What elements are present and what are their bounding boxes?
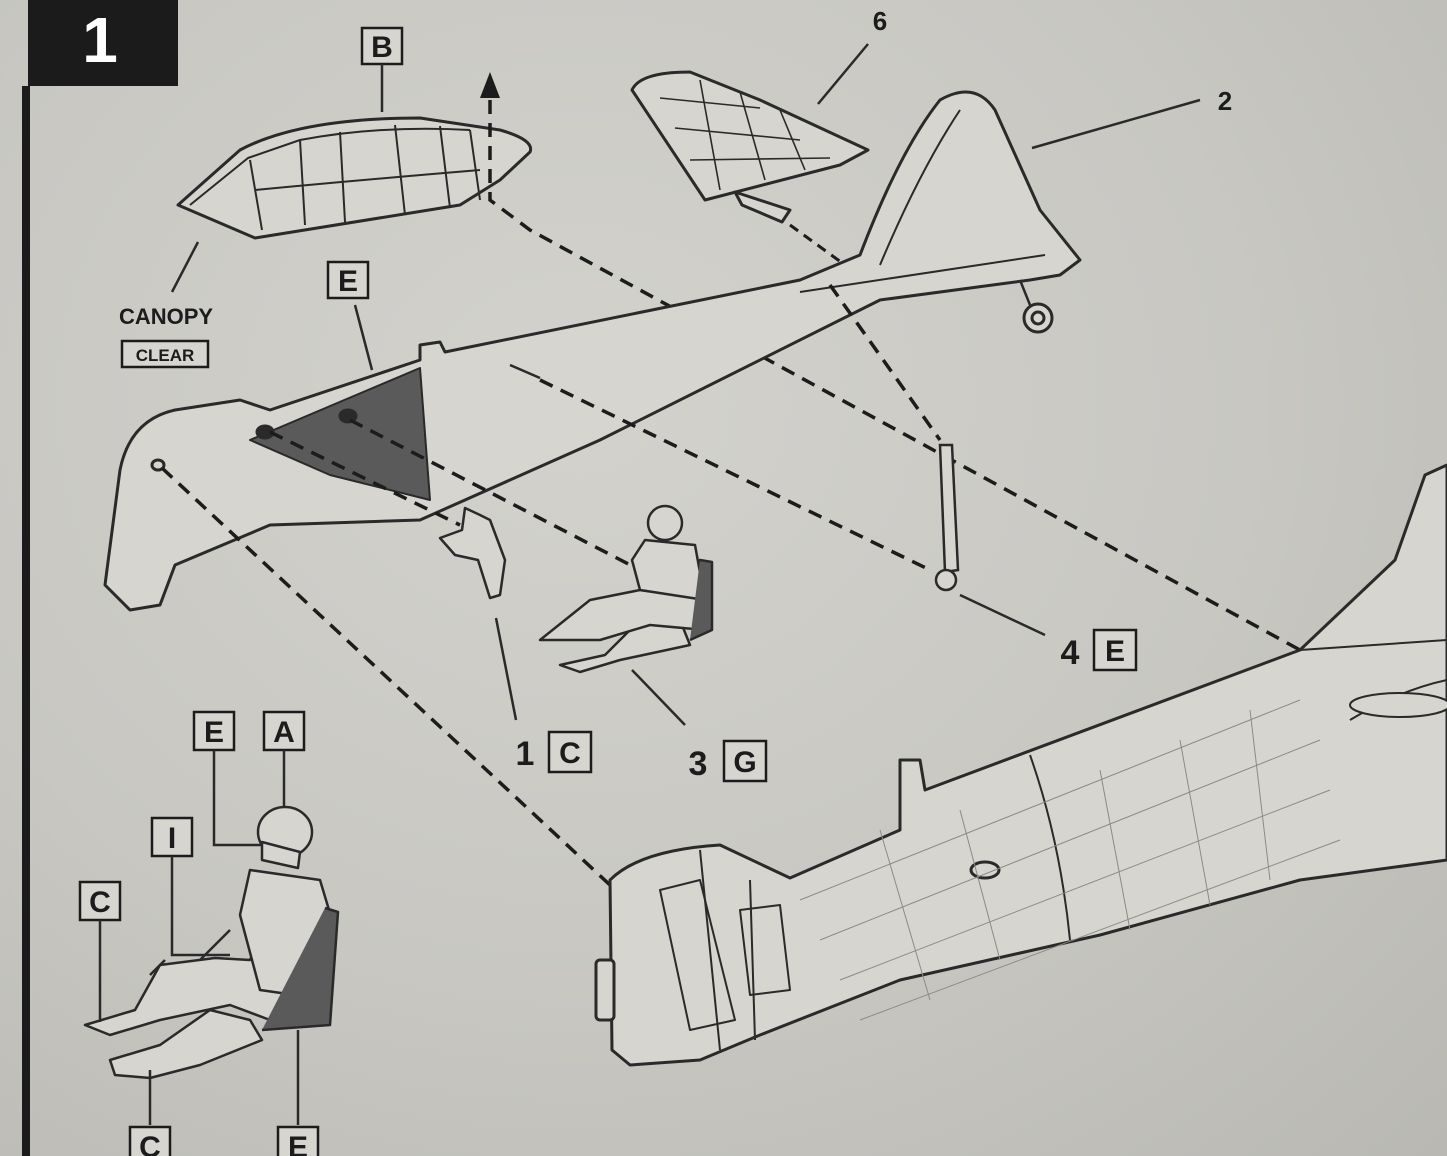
bulkhead-number: 1 (516, 735, 535, 773)
stabilizer-number: 6 (873, 6, 887, 36)
canopy-sprue-letter: B (371, 31, 393, 64)
fuselage-panel-lines (799, 699, 1341, 1021)
stabilizer-part (630, 70, 870, 224)
canopy-part (176, 116, 533, 240)
callout-seat-letter: E (288, 1131, 308, 1156)
callout-arm: I (150, 816, 230, 957)
clear-tag: CLEAR (120, 339, 210, 369)
fuselage-sprue-box: E (326, 260, 370, 300)
callout-helmet-letter: A (273, 716, 295, 749)
pilot-number: 3 (689, 745, 708, 783)
control-stick-part (934, 443, 960, 592)
callout-leg-upper-letter: C (89, 886, 111, 919)
callout-helmet: A (262, 710, 306, 806)
control-stick-sprue-letter: E (1105, 635, 1125, 668)
step-badge: 1 (22, 0, 178, 1156)
pilot-figure-part (538, 504, 714, 674)
callout-leg-lower-letter: C (139, 1131, 161, 1156)
fuselage-half-part (103, 90, 1082, 612)
clear-label: CLEAR (136, 346, 195, 365)
callout-arm-letter: I (168, 822, 176, 855)
callout-seat: E (276, 1030, 320, 1156)
control-stick-number: 4 (1061, 634, 1080, 672)
pilot-sprue-box: G (722, 739, 768, 783)
callout-leg-upper: C (78, 880, 122, 1022)
arrow-up-icon (480, 72, 500, 98)
bulkhead-part (438, 506, 507, 600)
canopy-label: CANOPY (119, 304, 213, 329)
callout-goggles: E (192, 710, 262, 847)
pilot-sprue-letter: G (733, 746, 756, 779)
tail-fin-number: 2 (1218, 86, 1232, 116)
assembled-fuselage (594, 463, 1447, 1067)
callout-goggles-letter: E (204, 716, 224, 749)
canopy-sprue-box: B (360, 26, 404, 66)
step-number: 1 (82, 4, 118, 76)
control-stick-sprue-box: E (1092, 628, 1138, 672)
callout-leg-lower: C (128, 1070, 172, 1156)
pilot-detail-figure (83, 805, 340, 1080)
bulkhead-sprue-box: C (547, 730, 593, 774)
bulkhead-sprue-letter: C (559, 737, 581, 770)
fuselage-sprue-letter: E (338, 265, 358, 298)
